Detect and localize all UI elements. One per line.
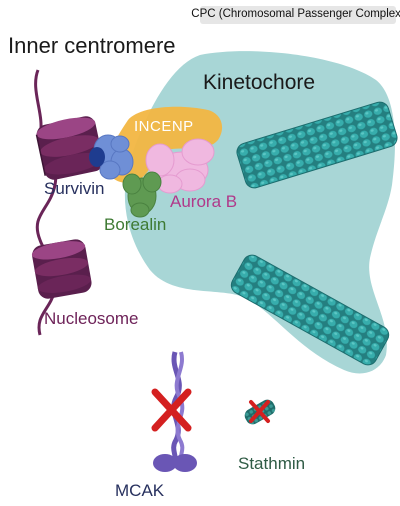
borealin-label: Borealin	[104, 215, 167, 234]
aurora-b-protein	[145, 138, 215, 194]
incenp-label: INCENP	[134, 118, 194, 135]
survivin-label: Survivin	[44, 179, 105, 198]
diagram-header: CPC (Chromosomal Passenger Complex)	[191, 6, 400, 24]
kinetochore-label: Kinetochore	[203, 71, 316, 94]
borealin-protein	[122, 171, 162, 218]
inner-centromere-label: Inner centromere	[8, 33, 176, 58]
stathmin-cross-icon	[249, 400, 270, 423]
survivin-protein	[93, 134, 134, 180]
nucleosome-label: Nucleosome	[44, 309, 139, 328]
mcak-label: MCAK	[115, 481, 165, 500]
microtubule-lower	[230, 254, 390, 366]
microtubule-upper	[236, 101, 398, 189]
stathmin-label: Stathmin	[238, 454, 306, 473]
survivin-dot	[89, 147, 105, 167]
nucleosome-lower	[31, 239, 92, 299]
mcak-cross-icon	[151, 388, 192, 432]
aurora-b-label: Aurora B	[170, 192, 238, 211]
nucleosome-upper	[35, 116, 104, 180]
